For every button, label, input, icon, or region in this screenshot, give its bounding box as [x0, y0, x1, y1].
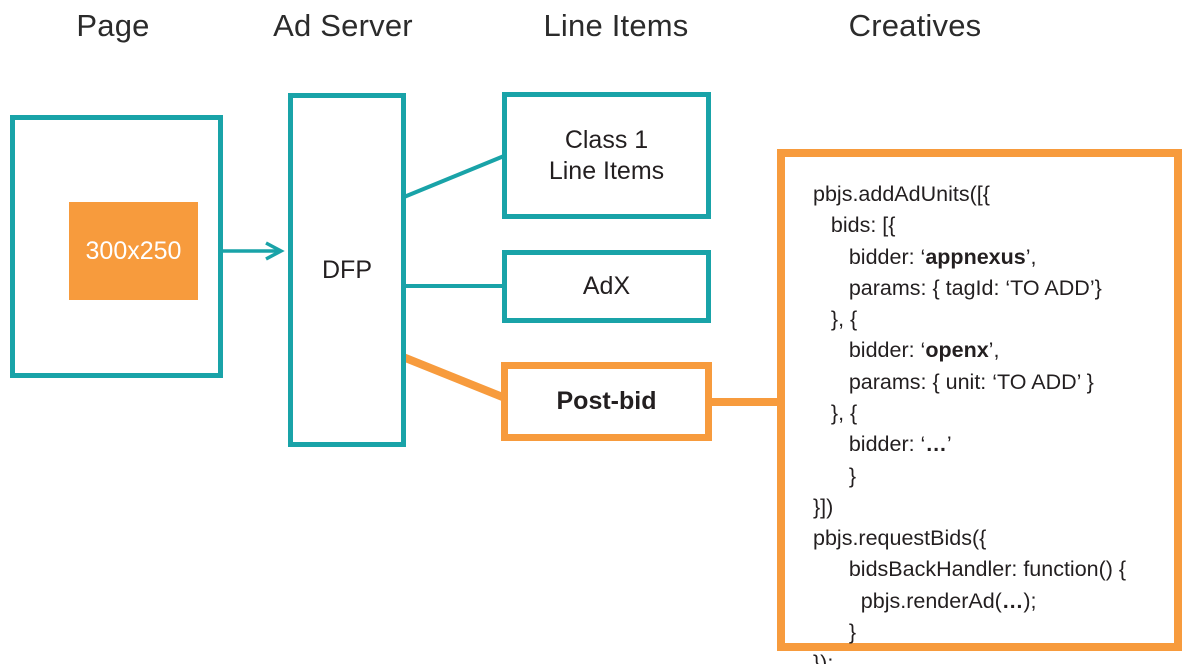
code-line: }]) [813, 494, 834, 519]
edge-dfp-to-class1 [403, 154, 505, 199]
code-line: pbjs.addAdUnits([{ [813, 182, 990, 206]
adx-box[interactable]: AdX [502, 250, 711, 323]
code-line: bidder: ‘appnexus’, [813, 244, 1037, 269]
post-bid-box[interactable]: Post-bid [501, 362, 712, 441]
class1-line-items-box[interactable]: Class 1 Line Items [502, 92, 711, 219]
code-line: pbjs.requestBids({ [813, 526, 987, 551]
ad-slot-label: 300x250 [85, 236, 182, 265]
code-line: } [813, 463, 857, 488]
column-header-ad-server: Ad Server [273, 8, 413, 43]
dfp-label: DFP [322, 255, 372, 284]
column-header-page: Page [76, 8, 150, 43]
code-line: }, { [813, 400, 858, 425]
creative-code-block: pbjs.addAdUnits([{ bids: [{ bidder: ‘app… [813, 179, 1156, 664]
code-line: params: { unit: ‘TO ADD’ } [813, 369, 1094, 394]
class1-label-line2: Line Items [548, 156, 665, 185]
code-line: }, { [813, 307, 858, 332]
code-line: pbjs.renderAd(…); [813, 588, 1037, 613]
class1-label: Class 1 Line Items [549, 125, 664, 186]
code-line: params: { tagId: ‘TO ADD’} [813, 275, 1102, 300]
code-line: bids: [{ [813, 213, 896, 238]
code-line: } [813, 619, 857, 644]
column-header-line-items: Line Items [543, 8, 689, 43]
creatives-code-panel[interactable]: pbjs.addAdUnits([{ bids: [{ bidder: ‘app… [777, 149, 1182, 664]
code-line: bidsBackHandler: function() { [813, 557, 1127, 582]
column-header-creatives: Creatives [848, 8, 982, 43]
code-line: bidder: ‘openx’, [813, 338, 1000, 363]
ad-slot-300x250[interactable]: 300x250 [69, 202, 198, 300]
adx-label: AdX [582, 272, 631, 301]
post-bid-label: Post-bid [556, 387, 657, 416]
class1-label-line1: Class 1 [564, 126, 649, 154]
edge-dfp-to-postbid [401, 353, 507, 402]
code-line: bidder: ‘…’ [813, 432, 952, 457]
ad-server-dfp-box[interactable]: DFP [288, 93, 406, 447]
code-line: }); [813, 651, 834, 664]
